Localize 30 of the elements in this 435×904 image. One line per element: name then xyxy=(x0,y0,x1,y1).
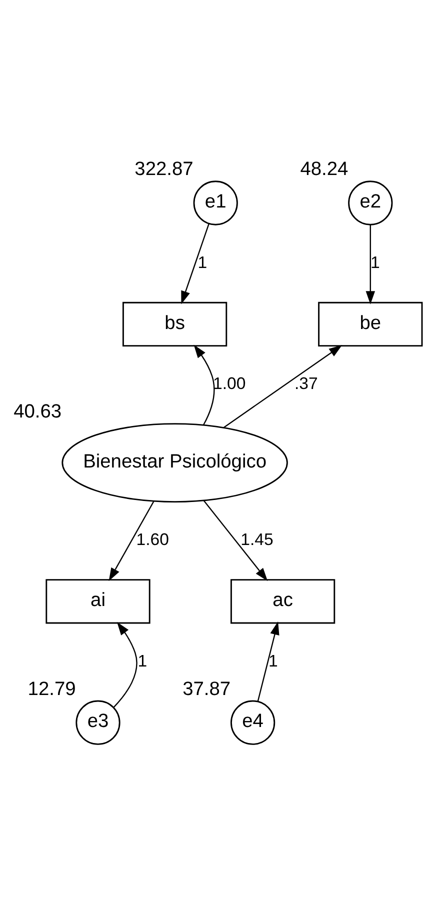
node-label: 37.87 xyxy=(182,678,231,700)
arrow xyxy=(257,622,280,702)
node-box: ai xyxy=(46,579,150,624)
node-circle: e3 xyxy=(76,700,120,745)
arrow xyxy=(203,500,268,582)
arrow xyxy=(224,345,342,428)
edge-label: .37 xyxy=(294,374,318,394)
arrow xyxy=(194,344,215,426)
node-label: 322.87 xyxy=(134,159,194,180)
node-box: be xyxy=(318,302,423,347)
arrow xyxy=(108,500,154,582)
node-circle: e2 xyxy=(348,180,393,226)
node-circle: e4 xyxy=(230,700,276,745)
node-label: 40.63 xyxy=(14,402,62,423)
node-box: ac xyxy=(230,579,336,624)
edge-label: 1 xyxy=(138,651,148,670)
node-ellipse: Bienestar Psicológico xyxy=(62,423,288,503)
node-label: 48.24 xyxy=(300,159,348,180)
arrow xyxy=(366,224,376,304)
edge-label: 1 xyxy=(268,651,278,670)
node-label: 12.79 xyxy=(28,678,76,700)
arrow xyxy=(181,224,210,304)
node-circle: e1 xyxy=(193,180,238,226)
arrow xyxy=(113,622,138,708)
edge-label: 1.45 xyxy=(240,530,274,550)
edge-label: 1.00 xyxy=(213,374,246,394)
edge-label: 1 xyxy=(198,253,208,272)
edge-label: 1 xyxy=(370,253,380,272)
edge-label: 1.60 xyxy=(136,530,169,550)
node-box: bs xyxy=(122,302,228,347)
